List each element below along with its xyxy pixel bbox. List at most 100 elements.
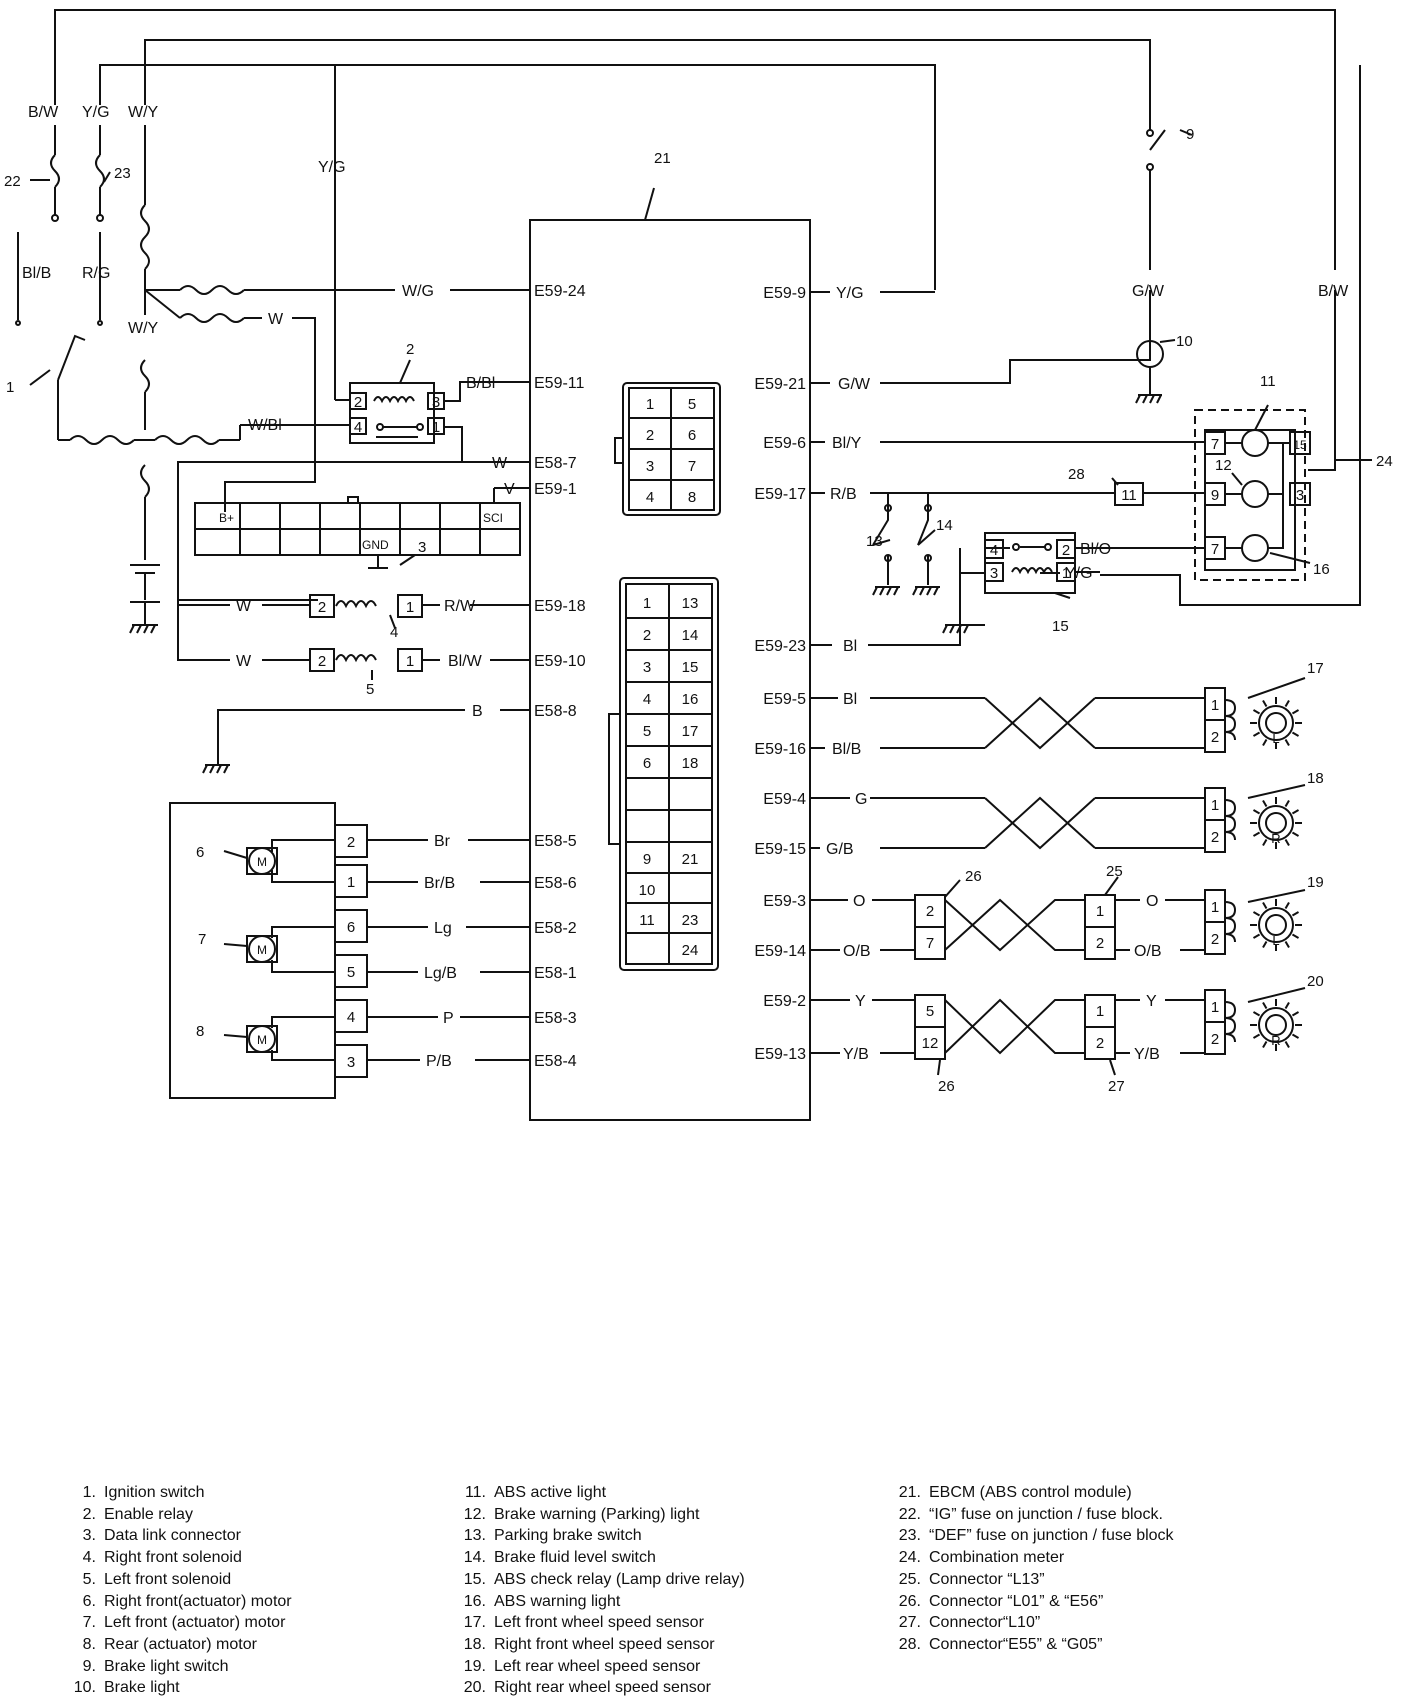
s18-pin-1: 1 [1211, 797, 1219, 814]
legend-item-text: Data link connector [104, 1527, 241, 1545]
wheel-sensor-tooth [1284, 699, 1290, 708]
legend-item-text: Ignition switch [104, 1484, 205, 1501]
legend-item-text: ABS check relay (Lamp drive relay) [494, 1570, 745, 1588]
legend-column: 21.EBCM (ABS control module)22.“IG” fuse… [885, 1482, 1174, 1656]
wheel-sensor-icon [1258, 705, 1294, 741]
connector-28-pin: 11 [1121, 487, 1137, 504]
legend-item-text: Left front wheel speed sensor [494, 1614, 704, 1632]
wire-blb: Bl/B [22, 265, 51, 282]
brake-light-switch-9 [1146, 129, 1193, 180]
pin-e59-18: E59-18 [534, 598, 586, 615]
wire-yb-r: Y/B [1134, 1046, 1160, 1063]
sensor-20-letter: R [1271, 1033, 1280, 1048]
sensor-harness-17 [810, 696, 1205, 750]
dlc-labels: B+ GND SCI [219, 511, 503, 552]
wire-brb: Br/B [424, 875, 455, 892]
module-small-pin: 4 [646, 489, 654, 506]
wheel-sensor-tooth [1291, 809, 1300, 815]
s17-pin-2: 2 [1211, 729, 1219, 746]
top-bus-wires [54, 9, 1361, 606]
c25-pin-2: 2 [1096, 935, 1104, 952]
sensor-wheels [1250, 697, 1302, 1051]
legend-item-number: 2. [82, 1505, 96, 1523]
callout-8: 8 [196, 1023, 204, 1040]
s19-pin-1: 1 [1211, 899, 1219, 916]
legend-item-number: 27. [898, 1614, 921, 1632]
wire-lgb: Lg/B [424, 965, 457, 982]
module-small-pin: 8 [688, 489, 696, 506]
combination-meter-24 [1114, 409, 1311, 581]
ignition-switch-1 [57, 334, 241, 445]
legend-item-number: 20. [463, 1679, 486, 1697]
wheel-sensor-tooth [1284, 799, 1290, 808]
legend-item: 25.Connector “L13” [885, 1569, 1174, 1591]
legend-item-text: Brake light [104, 1679, 180, 1697]
module-large-pin: 21 [682, 851, 699, 868]
legend-item: 3.Data link connector [60, 1525, 292, 1547]
pin-e58-3: E58-3 [534, 1010, 577, 1027]
legend-item-number: 10. [73, 1679, 96, 1697]
sensor-17-letter: L [1272, 731, 1279, 746]
module-large-pin: 13 [682, 595, 699, 612]
wheel-sensor-tooth [1262, 799, 1268, 808]
s18-pin-2: 2 [1211, 829, 1219, 846]
motor-7-label: M [257, 943, 267, 957]
wire-g4: G [855, 791, 867, 808]
pin-e58-4: E58-4 [534, 1053, 577, 1070]
legend-item-number: 17. [463, 1614, 486, 1632]
legend-item-number: 21. [898, 1484, 921, 1501]
wheel-sensor-hub [1265, 712, 1287, 734]
pin-e59-17: E59-17 [754, 486, 806, 503]
legend-item-number: 14. [463, 1549, 486, 1567]
legend-item-number: 7. [82, 1614, 96, 1632]
wire-gw-top: G/W [1132, 283, 1165, 300]
module-large-pin: 18 [682, 755, 699, 772]
meter-pin-b: 15 [1293, 438, 1307, 452]
wire-br: Br [434, 833, 451, 850]
sensor-connectors [1204, 687, 1237, 1055]
module-large-pin: 4 [643, 691, 651, 708]
abs-check-relay-15 [984, 532, 1076, 594]
callout-18: 18 [1307, 770, 1324, 787]
relay15-pin-c: 3 [990, 565, 998, 582]
module-large-pin: 16 [682, 691, 699, 708]
c26a-pin-1: 2 [926, 903, 934, 920]
legend-item-text: Brake warning (Parking) light [494, 1505, 700, 1523]
legend-item: 14.Brake fluid level switch [450, 1547, 745, 1569]
wire-wbl: W/Bl [248, 417, 282, 434]
wheel-sensor-icon [1258, 805, 1294, 841]
module-large-pin: 14 [682, 627, 699, 644]
left-front-solenoid-5 [177, 600, 530, 672]
legend-item: 21.EBCM (ABS control module) [885, 1482, 1174, 1504]
legend-item: 17. Left front wheel speed sensor [450, 1612, 745, 1634]
pin-e58-8: E58-8 [534, 703, 577, 720]
module-small-pin: 6 [688, 427, 696, 444]
wheel-sensor-tooth [1262, 901, 1268, 910]
legend-item-text: Rear (actuator) motor [104, 1635, 257, 1653]
legend-item-number: 22. [898, 1505, 921, 1523]
pin-e59-13: E59-13 [754, 1046, 806, 1063]
b-ground-wire [217, 709, 465, 765]
callout-5: 5 [366, 681, 374, 698]
wheel-sensor-tooth [1262, 838, 1268, 847]
sensor-harness-19 [810, 898, 1205, 952]
legend-item-text: Combination meter [929, 1549, 1065, 1567]
pin-e59-16: E59-16 [754, 741, 806, 758]
pin-e59-11: E59-11 [534, 375, 585, 392]
meter-pin-e: 7 [1211, 541, 1219, 558]
legend-item: 2.Enable relay [60, 1504, 292, 1526]
sensor-harness-20 [810, 998, 1205, 1055]
relay2-pins: 2 3 4 1 2 1 2 1 2 1 6 5 4 3 M M M 7 15 9… [257, 394, 1307, 1071]
legend-item-text: Right rear wheel speed sensor [494, 1679, 712, 1697]
dlc-bplus: B+ [219, 511, 234, 525]
wire-ob14: O/B [843, 943, 871, 960]
s20-pin-1: 1 [1211, 999, 1219, 1016]
wheel-sensor-icon [1258, 907, 1294, 943]
enable-relay-2 [349, 381, 530, 463]
wheel-sensor-tooth [1252, 911, 1261, 917]
wire-wy2: W/Y [128, 320, 159, 337]
sol4-pin-b: 1 [406, 599, 414, 616]
legend-item: 13.Parking brake switch [450, 1525, 745, 1547]
wheel-sensor-tooth [1284, 738, 1290, 747]
motor-8-label: M [257, 1033, 267, 1047]
